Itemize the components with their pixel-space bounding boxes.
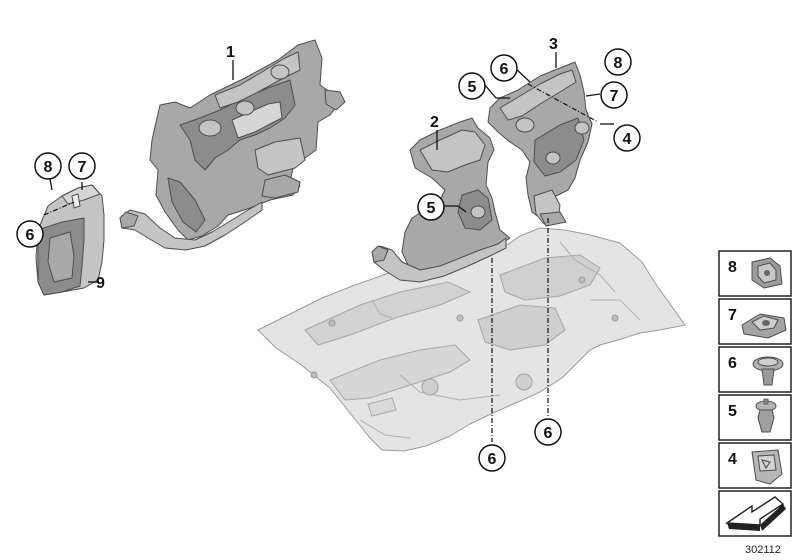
direction-arrow-icon: [724, 496, 785, 526]
legend-item-4: 4: [718, 442, 792, 489]
callout-7-left: 7: [68, 152, 96, 180]
legend-item-8: 8: [718, 250, 792, 297]
part-1-heat-shield: [119, 39, 346, 251]
svg-text:6: 6: [500, 61, 509, 78]
callout-9: 9: [96, 275, 105, 292]
svg-text:7: 7: [78, 159, 87, 176]
svg-text:8: 8: [44, 159, 53, 176]
svg-text:6: 6: [488, 451, 497, 468]
legend-item-6: 6: [718, 346, 792, 393]
underbody-floor-panel: [257, 227, 686, 452]
svg-text:7: 7: [610, 88, 619, 105]
callout-8-right: 8: [604, 48, 632, 76]
legend-item-7: 7: [718, 298, 792, 345]
callout-6-top: 6: [490, 54, 518, 82]
callouts: 1 2 3 9 4 5 5 6 6 6 6: [16, 36, 641, 472]
svg-text:5: 5: [427, 200, 436, 217]
callout-2: 2: [430, 114, 439, 131]
svg-text:6: 6: [728, 355, 737, 372]
callout-6-left: 6: [16, 220, 44, 248]
svg-text:6: 6: [26, 227, 35, 244]
part-2-shield-bracket: [371, 117, 511, 283]
callout-6-bottom-right: 6: [534, 418, 562, 446]
document-number: 302112: [745, 544, 781, 556]
part-9-air-duct: [35, 184, 105, 296]
callout-7-right: 7: [600, 81, 628, 109]
callout-5-upper: 5: [458, 72, 486, 100]
fastener-legend: 8 7 6 5: [718, 250, 792, 537]
svg-text:5: 5: [468, 79, 477, 96]
part-3-shield: [487, 61, 593, 227]
svg-text:8: 8: [728, 259, 737, 276]
legend-item-5: 5: [718, 394, 792, 441]
legend-arrow-symbol: [718, 490, 792, 537]
svg-text:4: 4: [623, 131, 632, 148]
callout-3: 3: [549, 36, 558, 53]
callout-8-left: 8: [34, 152, 62, 180]
svg-text:8: 8: [614, 55, 623, 72]
callout-6-bottom-left: 6: [478, 444, 506, 472]
callout-4: 4: [613, 124, 641, 152]
svg-text:7: 7: [728, 307, 737, 324]
svg-text:6: 6: [544, 425, 553, 442]
callout-5-lower: 5: [417, 193, 445, 221]
svg-text:5: 5: [728, 403, 737, 420]
callout-1: 1: [226, 44, 235, 61]
assembly-lines: [43, 83, 599, 442]
svg-text:4: 4: [728, 451, 737, 468]
